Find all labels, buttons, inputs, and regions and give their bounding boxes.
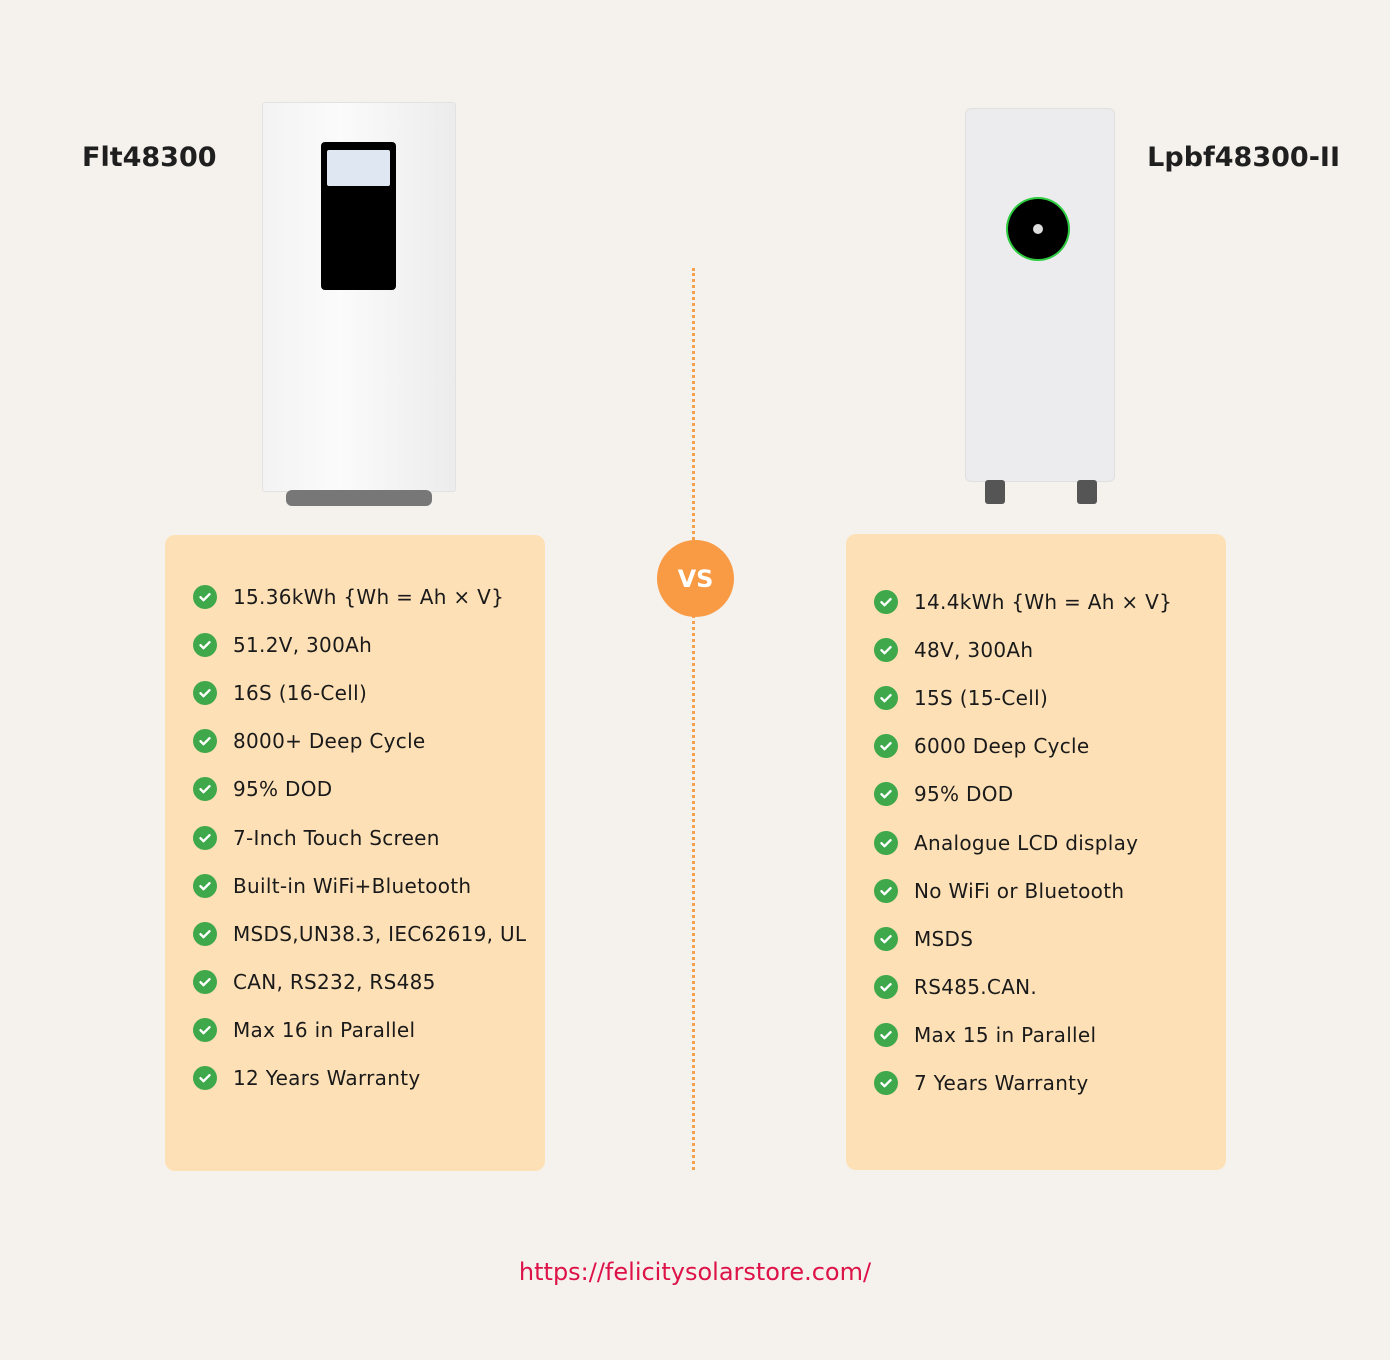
feature-text: Built-in WiFi+Bluetooth xyxy=(233,873,472,898)
left-feature-list: 15.36kWh {Wh = Ah × V} 51.2V, 300Ah 16S (1… xyxy=(193,573,526,1102)
feature-text: 48V, 300Ah xyxy=(914,638,1034,663)
check-icon xyxy=(193,1017,217,1042)
feature-item: 12 Years Warranty xyxy=(193,1054,526,1102)
feature-text: 7 Years Warranty xyxy=(914,1070,1089,1095)
feature-text: MSDS xyxy=(914,926,974,951)
feature-item: 95% DOD xyxy=(193,765,526,813)
check-icon xyxy=(874,1070,898,1095)
wheel-base xyxy=(286,490,432,506)
check-icon xyxy=(193,729,217,754)
check-icon xyxy=(193,1065,217,1090)
check-icon xyxy=(193,873,217,898)
feature-item: Built-in WiFi+Bluetooth xyxy=(193,862,526,910)
feature-text: CAN, RS232, RS485 xyxy=(233,969,436,994)
feature-item: 48V, 300Ah xyxy=(874,626,1172,674)
feature-text: 16S (16-Cell) xyxy=(233,681,368,706)
feature-item: Analogue LCD display xyxy=(874,818,1172,866)
right-spec-card: 14.4kWh {Wh = Ah × V} 48V, 300Ah 15S (15-C… xyxy=(846,534,1226,1170)
feature-text: Max 15 in Parallel xyxy=(914,1022,1097,1047)
feature-text: RS485.CAN. xyxy=(914,974,1038,999)
check-icon xyxy=(874,974,898,999)
feature-text: Analogue LCD display xyxy=(914,830,1139,855)
feature-text: 14.4kWh {Wh = Ah × V} xyxy=(914,590,1173,615)
check-icon xyxy=(874,590,898,615)
check-icon xyxy=(193,921,217,946)
check-icon xyxy=(193,825,217,850)
feature-item: RS485.CAN. xyxy=(874,963,1172,1011)
feature-text: Max 16 in Parallel xyxy=(233,1017,416,1042)
wheel xyxy=(985,480,1005,504)
feature-text: MSDS,UN38.3, IEC62619, UL xyxy=(233,921,527,946)
left-spec-card: 15.36kWh {Wh = Ah × V} 51.2V, 300Ah 16S (1… xyxy=(165,535,545,1171)
check-icon xyxy=(874,686,898,711)
feature-item: MSDS xyxy=(874,915,1172,963)
check-icon xyxy=(874,1022,898,1047)
feature-text: 95% DOD xyxy=(233,777,333,802)
feature-text: No WiFi or Bluetooth xyxy=(914,878,1125,903)
feature-text: 12 Years Warranty xyxy=(233,1065,421,1090)
feature-item: 7-Inch Touch Screen xyxy=(193,813,526,861)
dotted-divider xyxy=(692,268,695,1170)
check-icon xyxy=(874,734,898,759)
feature-text: 15.36kWh {Wh = Ah × V} xyxy=(233,585,505,610)
feature-item: Max 15 in Parallel xyxy=(874,1011,1172,1059)
website-link[interactable]: https://felicitysolarstore.com/ xyxy=(518,1258,872,1286)
feature-text: 7-Inch Touch Screen xyxy=(233,825,440,850)
right-feature-list: 14.4kWh {Wh = Ah × V} 48V, 300Ah 15S (15-C… xyxy=(874,578,1172,1107)
feature-item: 15.36kWh {Wh = Ah × V} xyxy=(193,573,526,621)
right-product-title: Lpbf48300-II xyxy=(1147,142,1340,173)
lpbf48300-battery-image xyxy=(965,108,1115,506)
feature-item: Max 16 in Parallel xyxy=(193,1006,526,1054)
wheel xyxy=(1077,480,1097,504)
flt48300-battery-image xyxy=(262,102,456,508)
check-icon xyxy=(193,777,217,802)
feature-item: 14.4kWh {Wh = Ah × V} xyxy=(874,578,1172,626)
feature-text: 51.2V, 300Ah xyxy=(233,633,373,658)
check-icon xyxy=(874,878,898,903)
feature-item: 16S (16-Cell) xyxy=(193,669,526,717)
check-icon xyxy=(193,681,217,706)
check-icon xyxy=(193,633,217,658)
left-product-title: Flt48300 xyxy=(82,142,217,173)
check-icon xyxy=(874,926,898,951)
touch-screen xyxy=(321,142,396,290)
feature-text: 15S (15-Cell) xyxy=(914,686,1049,711)
check-icon xyxy=(874,638,898,663)
check-icon xyxy=(874,782,898,807)
check-icon xyxy=(193,585,217,610)
feature-item: No WiFi or Bluetooth xyxy=(874,867,1172,915)
feature-item: 6000 Deep Cycle xyxy=(874,722,1172,770)
vs-badge: VS xyxy=(657,540,734,617)
feature-item: 8000+ Deep Cycle xyxy=(193,717,526,765)
check-icon xyxy=(193,969,217,994)
feature-text: 6000 Deep Cycle xyxy=(914,734,1090,759)
status-display xyxy=(1008,199,1068,259)
feature-item: 15S (15-Cell) xyxy=(874,674,1172,722)
feature-text: 8000+ Deep Cycle xyxy=(233,729,426,754)
feature-item: 7 Years Warranty xyxy=(874,1059,1172,1107)
feature-text: 95% DOD xyxy=(914,782,1014,807)
feature-item: 95% DOD xyxy=(874,770,1172,818)
feature-item: CAN, RS232, RS485 xyxy=(193,958,526,1006)
feature-item: MSDS,UN38.3, IEC62619, UL xyxy=(193,910,526,958)
check-icon xyxy=(874,830,898,855)
feature-item: 51.2V, 300Ah xyxy=(193,621,526,669)
